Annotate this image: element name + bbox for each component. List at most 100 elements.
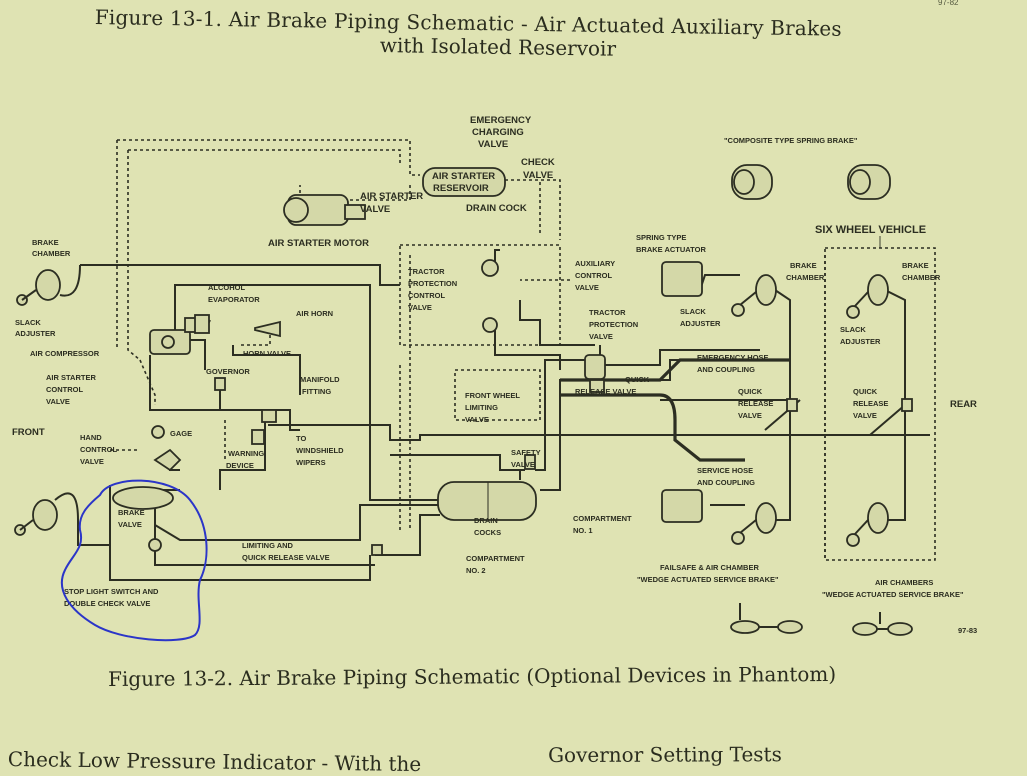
gage-icon — [151, 425, 165, 439]
label-horn-valve: HORN VALVE — [243, 349, 291, 358]
label-tpcv-3: CONTROL — [408, 291, 445, 300]
label-slack-adjuster-left-2: ADJUSTER — [15, 329, 56, 338]
label-alcohol-evaporator-2: EVAPORATOR — [208, 295, 260, 304]
label-fwlv-1: FRONT WHEEL — [465, 391, 520, 400]
label-air-starter-reservoir-1: AIR STARTER — [432, 171, 495, 182]
label-drain-cocks-1: DRAIN — [474, 516, 498, 525]
label-six-wheel-vehicle: SIX WHEEL VEHICLE — [815, 224, 926, 236]
brake-chamber-rear-right-top-icon — [846, 274, 889, 319]
label-hand-control-1: HAND — [80, 433, 102, 442]
label-air-chambers-2: "WEDGE ACTUATED SERVICE BRAKE" — [822, 590, 964, 599]
hand-control-valve-icon — [153, 448, 182, 472]
brake-chamber-front-top-icon — [16, 269, 61, 306]
label-compartment2-1: COMPARTMENT — [466, 554, 525, 563]
label-hand-control-2: CONTROL — [80, 445, 117, 454]
brake-chamber-rear-mid-bottom-icon — [731, 502, 777, 545]
label-brake-chamber-left-1: BRAKE — [32, 238, 59, 247]
label-qrv-right-3: VALVE — [853, 411, 877, 420]
quick-release-valve-mid-icon — [786, 398, 798, 412]
label-check-valve-1: CHECK — [521, 157, 555, 168]
air-horn-icon — [254, 320, 281, 338]
tractor-protection-valve-icon — [584, 354, 606, 380]
wedge-brake-left-icon — [730, 603, 803, 634]
label-emergency-charging-3: VALVE — [478, 139, 508, 150]
label-air-starter-valve-2: VALVE — [360, 204, 390, 215]
label-windshield-1: TO — [296, 434, 306, 443]
label-drain-cock: DRAIN COCK — [466, 203, 527, 214]
failsafe-air-chamber-icon — [661, 489, 703, 523]
label-brake-chamber-mid-2: CHAMBER — [786, 273, 825, 282]
air-starter-motor-icon — [283, 194, 366, 226]
label-manifold-fitting-1: MANIFOLD — [300, 375, 340, 384]
label-air-starter-control-1: AIR STARTER — [46, 373, 96, 382]
label-air-horn: AIR HORN — [296, 309, 333, 318]
label-air-starter-motor: AIR STARTER MOTOR — [268, 238, 369, 249]
label-front: FRONT — [12, 427, 45, 438]
brake-chamber-rear-mid-top-icon — [731, 274, 777, 317]
label-slack-adjuster-mid-2: ADJUSTER — [680, 319, 721, 328]
page-number: 97-82 — [938, 0, 959, 7]
manifold-fitting-icon — [261, 409, 277, 423]
label-qrv-mid-2: RELEASE — [738, 399, 773, 408]
label-air-chambers-1: AIR CHAMBERS — [875, 578, 933, 587]
label-slack-adjuster-right-1: SLACK — [840, 325, 866, 334]
label-qrv-right-2: RELEASE — [853, 399, 888, 408]
governor-icon — [214, 377, 226, 391]
label-stop-light-1: STOP LIGHT SWITCH AND — [64, 587, 159, 596]
label-compartment1-2: NO. 1 — [573, 526, 593, 535]
label-lqrv-1: LIMITING AND — [242, 541, 294, 550]
label-figure-code: 97-83 — [958, 626, 977, 635]
label-compartment2-2: NO. 2 — [466, 566, 486, 575]
label-fwlv-2: LIMITING — [465, 403, 498, 412]
labels: EMERGENCY CHARGING VALVE CHECK VALVE AIR… — [12, 115, 977, 635]
label-tpv-1: TRACTOR — [589, 308, 626, 317]
label-gage: GAGE — [170, 429, 192, 438]
label-emergency-hose-2: AND COUPLING — [697, 365, 755, 374]
label-lqrv-2: QUICK RELEASE VALVE — [242, 553, 330, 562]
label-rear: REAR — [950, 399, 977, 410]
label-compartment1-1: COMPARTMENT — [573, 514, 632, 523]
body-text-left: Check Low Pressure Indicator - With the — [7, 747, 422, 776]
composite-spring-brake-left-icon — [731, 164, 773, 200]
label-spring-brake-actuator-2: BRAKE ACTUATOR — [636, 245, 706, 254]
label-failsafe-2: "WEDGE ACTUATED SERVICE BRAKE" — [637, 575, 779, 584]
label-emergency-hose-1: EMERGENCY HOSE — [697, 353, 769, 362]
label-tpcv-1: TRACTOR — [408, 267, 445, 276]
label-windshield-2: WINDSHIELD — [296, 446, 344, 455]
label-check-valve-2: VALVE — [523, 170, 553, 181]
label-alcohol-evaporator-1: ALCOHOL — [208, 283, 245, 292]
label-tpcv-4: VALVE — [408, 303, 432, 312]
limiting-quick-release-valve-icon — [371, 544, 383, 556]
label-manifold-fitting-2: FITTING — [302, 387, 331, 396]
label-tpv-3: VALVE — [589, 332, 613, 341]
warning-device-icon — [251, 429, 265, 445]
label-tpv-2: PROTECTION — [589, 320, 638, 329]
tractor-protection-control-valve-icon — [482, 317, 498, 333]
label-brake-valve-2: VALVE — [118, 520, 142, 529]
label-failsafe-1: FAILSAFE & AIR CHAMBER — [660, 563, 759, 572]
spring-brake-actuator-icon — [661, 261, 703, 297]
label-hand-control-3: VALVE — [80, 457, 104, 466]
label-qrv-mid-1: QUICK — [738, 387, 763, 396]
safety-valve-icon — [524, 454, 536, 470]
label-aux-control-3: VALVE — [575, 283, 599, 292]
wedge-brake-right-icon — [852, 612, 913, 636]
quick-release-valve-center-icon — [589, 379, 605, 393]
label-qrv-right-1: QUICK — [853, 387, 878, 396]
brake-valve-body — [112, 486, 174, 510]
label-slack-adjuster-mid-1: SLACK — [680, 307, 706, 316]
label-tpcv-2: PROTECTION — [408, 279, 457, 288]
label-air-starter-control-2: CONTROL — [46, 385, 83, 394]
label-warning-device-2: DEVICE — [226, 461, 254, 470]
label-windshield-3: WIPERS — [296, 458, 326, 467]
label-brake-chamber-right-2: CHAMBER — [902, 273, 941, 282]
figure-caption: Figure 13-2. Air Brake Piping Schematic … — [108, 661, 837, 691]
label-air-starter-valve-1: AIR STARTER — [360, 191, 423, 202]
label-qrv-mid-3: VALVE — [738, 411, 762, 420]
label-emergency-charging-2: CHARGING — [472, 127, 524, 138]
label-service-hose-1: SERVICE HOSE — [697, 466, 753, 475]
label-stop-light-2: DOUBLE CHECK VALVE — [64, 599, 150, 608]
label-drain-cocks-2: COCKS — [474, 528, 501, 537]
label-air-compressor: AIR COMPRESSOR — [30, 349, 100, 358]
